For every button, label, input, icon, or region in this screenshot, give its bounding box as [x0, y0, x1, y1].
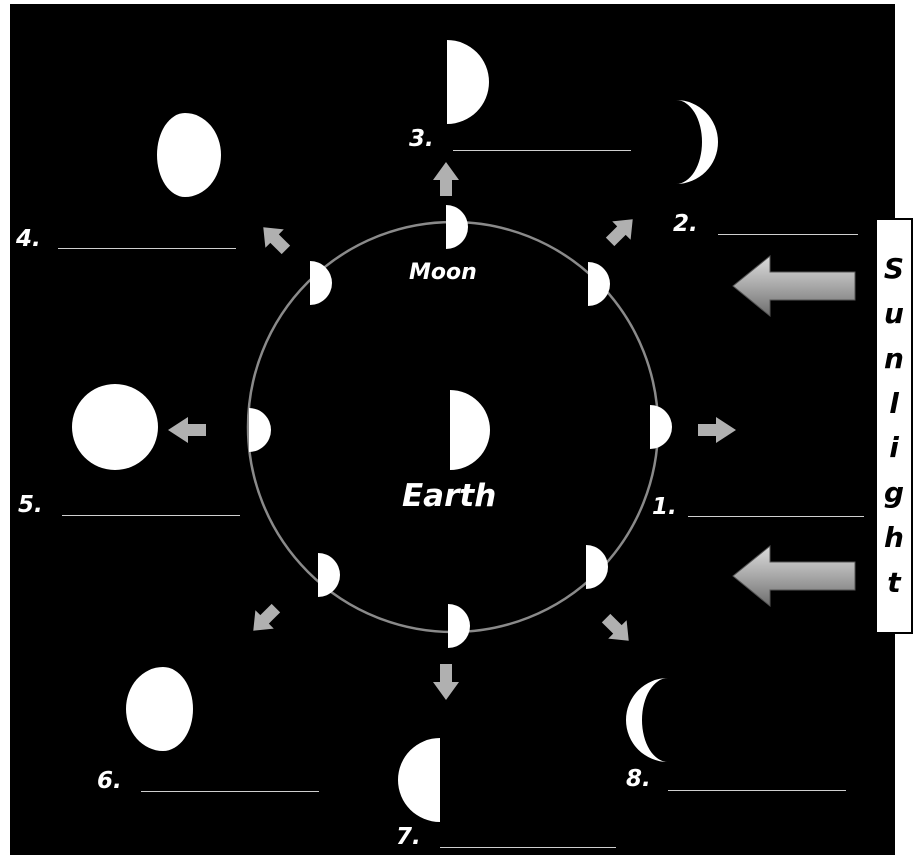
orbit-moon-1 — [650, 405, 672, 449]
arrow-5-icon — [168, 417, 206, 443]
orbit-moon-8 — [586, 545, 608, 589]
sunlight-letter: l — [889, 390, 899, 418]
phase-3-first-quarter-icon — [447, 40, 489, 124]
sunlight-letter: u — [884, 300, 904, 328]
orbit-moon-4 — [310, 261, 332, 305]
orbit-moon-6 — [318, 553, 340, 597]
orbit-moon-3 — [446, 205, 468, 249]
phase-8-answer-blank[interactable] — [668, 790, 846, 791]
sunlight-arrow-top-icon — [733, 256, 855, 316]
sunlight-letter: g — [884, 479, 904, 507]
phase-7-label: 7. — [396, 826, 421, 849]
phase-7-answer-blank[interactable] — [440, 847, 616, 848]
sunlight-letter: n — [884, 345, 904, 373]
phase-5-answer-blank[interactable] — [62, 515, 240, 516]
sunlight-letter: t — [887, 569, 900, 597]
phase-6-answer-blank[interactable] — [141, 791, 319, 792]
phase-4-label: 4. — [16, 228, 41, 251]
phase-7-last-quarter-icon — [398, 738, 440, 822]
phase-1-label: 1. — [652, 496, 677, 519]
phase-8-label: 8. — [626, 768, 651, 791]
phase-4-answer-blank[interactable] — [58, 248, 236, 249]
sunlight-letter: i — [889, 434, 899, 462]
sunlight-label-box: S u n l i g h t — [875, 218, 913, 634]
earth-label: Earth — [402, 481, 496, 512]
sunlight-letter: h — [884, 524, 904, 552]
phase-3-answer-blank[interactable] — [453, 150, 631, 151]
arrow-3-icon — [433, 162, 459, 196]
arrow-8-icon — [597, 609, 638, 650]
moon-label: Moon — [409, 262, 477, 284]
phase-5-label: 5. — [18, 494, 43, 517]
earth-icon — [450, 390, 490, 470]
sunlight-arrow-bottom-icon — [733, 546, 855, 606]
orbit-moon-5 — [249, 408, 271, 452]
orbit-moon-2 — [588, 262, 610, 306]
phase-2-label: 2. — [673, 213, 698, 236]
phase-5-full-moon-icon — [72, 384, 158, 470]
arrow-1-icon — [698, 417, 736, 443]
phase-8-waning-crescent-icon — [626, 678, 668, 762]
phase-6-label: 6. — [97, 770, 122, 793]
arrow-7-icon — [433, 664, 459, 700]
phase-1-answer-blank[interactable] — [688, 516, 864, 517]
phase-2-answer-blank[interactable] — [718, 234, 858, 235]
arrow-4-icon — [254, 218, 295, 259]
arrow-6-icon — [244, 599, 285, 640]
orbit-moon-7 — [448, 604, 470, 648]
phase-2-waxing-crescent-icon — [676, 100, 718, 184]
phase-6-waning-gibbous-icon — [126, 667, 193, 751]
phase-3-label: 3. — [409, 128, 434, 151]
phase-4-waxing-gibbous-icon — [157, 113, 221, 197]
sunlight-letter: S — [884, 255, 904, 283]
arrow-2-icon — [601, 210, 642, 251]
sunlight-arrows — [733, 256, 855, 606]
